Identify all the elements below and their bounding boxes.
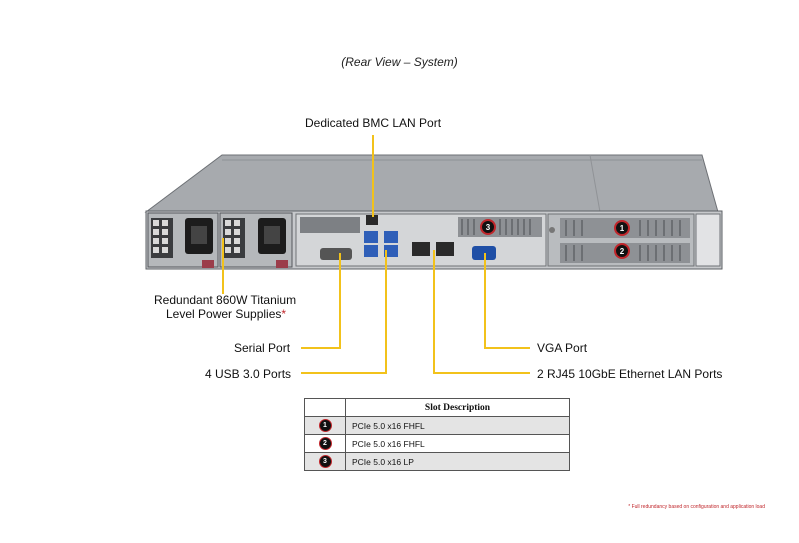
lan-jack xyxy=(412,242,430,256)
power-supply-2 xyxy=(219,212,293,268)
power-supply-1 xyxy=(147,212,219,268)
table-row: 2 PCIe 5.0 x16 FHFL xyxy=(304,434,570,453)
lan-ports-label: 2 RJ45 10GbE Ethernet LAN Ports xyxy=(537,367,723,381)
slot-number-badge: 3 xyxy=(318,455,332,468)
usb-ports-label: 4 USB 3.0 Ports xyxy=(205,367,292,381)
lan-jack xyxy=(436,242,454,256)
slot-description: PCIe 5.0 x16 LP xyxy=(345,452,570,471)
usb-port xyxy=(364,231,378,243)
slot-badge-3: 3 xyxy=(480,219,496,235)
slot-description: PCIe 5.0 x16 FHFL xyxy=(345,416,570,435)
chassis-top-cover xyxy=(144,154,719,213)
serial-connector xyxy=(320,248,352,260)
slot-description: PCIe 5.0 x16 FHFL xyxy=(345,434,570,453)
io-panel xyxy=(295,213,547,267)
psu-asterisk: * xyxy=(281,307,287,321)
slot-description-table: Slot Description 1 PCIe 5.0 x16 FHFL 2 P… xyxy=(304,398,570,471)
table-row: 1 PCIe 5.0 x16 FHFL xyxy=(304,416,570,435)
slot-number-badge: 2 xyxy=(318,437,332,450)
vga-callout-line-h xyxy=(484,347,530,349)
serial-callout-line-v xyxy=(339,253,341,348)
psu-label-line1: Redundant 860W Titanium xyxy=(154,293,297,307)
serial-callout-line-h xyxy=(301,347,341,349)
slot-badge-number: 1 xyxy=(620,224,625,233)
psu-label-text: Level Power Supplies xyxy=(166,307,282,321)
usb-port xyxy=(384,245,398,257)
redundancy-footnote: * Full redundancy based on configuration… xyxy=(628,504,765,510)
slot-badge-number: 3 xyxy=(486,223,491,232)
lan-callout-line-h xyxy=(433,372,530,374)
bmc-callout-line xyxy=(372,135,374,217)
slot-number-badge: 1 xyxy=(318,419,332,432)
bmc-lan-jack xyxy=(366,215,378,225)
serial-port-label: Serial Port xyxy=(234,341,291,355)
chassis-side-vent xyxy=(695,213,721,267)
slot-table-header-row: Slot Description xyxy=(304,398,570,417)
psu-callout-line xyxy=(222,238,224,294)
vga-callout-line-v xyxy=(484,253,486,348)
usb-port xyxy=(364,245,378,257)
usb-port xyxy=(384,231,398,243)
usb-callout-line-h xyxy=(301,372,387,374)
slot-badge-number: 2 xyxy=(620,247,625,256)
slot-table-empty-header xyxy=(304,398,346,417)
table-row: 3 PCIe 5.0 x16 LP xyxy=(304,452,570,471)
server-rear-view: 1 2 3 xyxy=(144,154,723,270)
vga-port-label: VGA Port xyxy=(537,341,588,355)
slot-badge-1: 1 xyxy=(614,220,630,236)
bmc-lan-label: Dedicated BMC LAN Port xyxy=(305,116,442,130)
slot-table-header: Slot Description xyxy=(345,398,570,417)
slot-badge-2: 2 xyxy=(614,243,630,259)
lan-callout-line-v xyxy=(433,250,435,374)
psu-label-line2: Level Power Supplies* xyxy=(166,307,286,321)
usb-callout-line-v xyxy=(385,250,387,374)
view-caption: (Rear View – System) xyxy=(341,55,458,69)
